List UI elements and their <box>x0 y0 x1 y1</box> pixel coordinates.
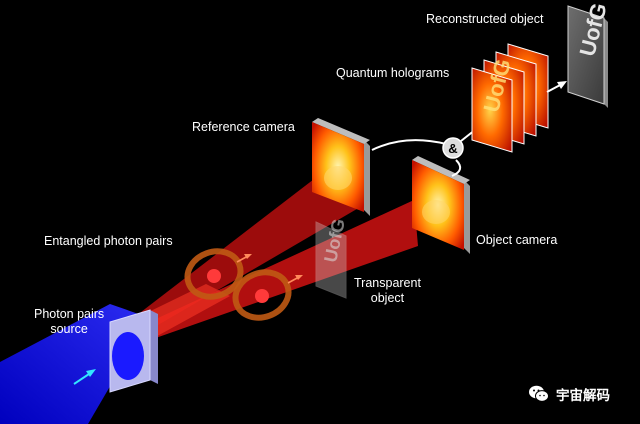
transparent-object-label: Transparent object <box>354 276 421 306</box>
entangled-photon-pairs-label: Entangled photon pairs <box>44 234 173 248</box>
hologram-frame <box>471 67 513 153</box>
photon-pairs-source-label-line1: Photon pairs <box>34 307 105 321</box>
reconstructed-object <box>567 5 605 105</box>
source-beam-spot <box>112 332 144 380</box>
photon-arrowhead-upper <box>244 254 252 259</box>
wechat-icon <box>529 385 549 402</box>
photon-pairs-source-label: Photon pairs source <box>34 307 104 337</box>
object-camera-top <box>412 156 470 184</box>
watermark-text: 宇宙解码 <box>556 388 610 404</box>
photon-dot-upper <box>207 269 221 283</box>
reference-connector <box>371 139 447 151</box>
reference-camera-side <box>364 140 370 216</box>
photon-arrowhead-lower <box>295 275 303 280</box>
entanglement-loop-lower <box>232 269 292 321</box>
reference-camera-label: Reference camera <box>192 120 295 134</box>
transparent-object-label-line1: Transparent <box>354 276 421 290</box>
object-connector <box>451 159 462 177</box>
source-crystal-side <box>150 310 158 384</box>
transparent-object-plate <box>315 221 347 299</box>
quantum-hologram-stack: UofG <box>471 43 549 153</box>
reference-camera-spot <box>324 166 352 190</box>
holograms-arrowhead <box>557 81 567 89</box>
combine-node <box>442 137 464 159</box>
object-camera-side <box>464 180 470 254</box>
quantum-holograms-label: Quantum holograms <box>336 66 450 80</box>
transparent-object-label-line2: object <box>370 291 405 305</box>
object-camera-label: Object camera <box>476 233 558 247</box>
photon-dot-lower <box>255 289 269 303</box>
object-camera-spot <box>422 200 450 224</box>
reconstructed-object-label: Reconstructed object <box>426 12 544 26</box>
photon-pairs-source-label-line2: source <box>50 322 88 336</box>
reference-camera-top <box>312 118 370 144</box>
combine-symbol: & <box>448 141 457 156</box>
watermark: 宇宙解码 <box>528 384 610 404</box>
reconstructed-object-side <box>604 18 608 108</box>
entanglement-loop-upper <box>184 248 244 300</box>
pump-arrowhead <box>86 369 96 377</box>
